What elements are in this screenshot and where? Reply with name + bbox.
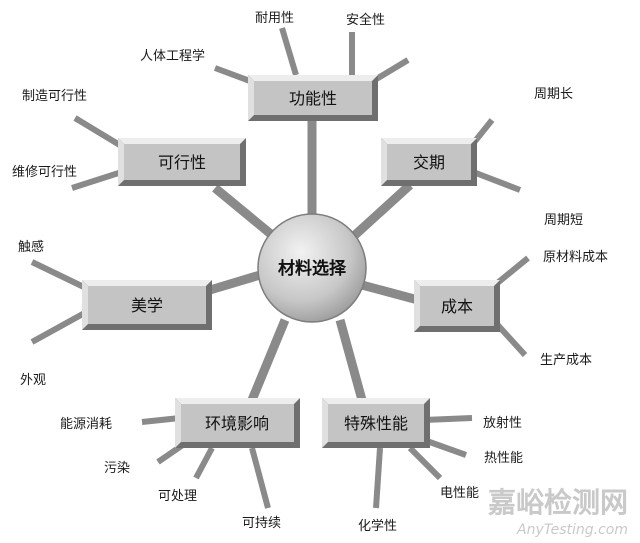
category-label: 美学 (131, 296, 163, 315)
watermark: 嘉峪检测网 AnyTesting.com (488, 486, 628, 538)
leaf-label-radioactivity: 放射性 (483, 415, 522, 431)
spoke-cost (360, 280, 420, 305)
leaf-label-touch: 触感 (18, 239, 44, 255)
spoke-delivery (351, 181, 414, 239)
leaf-label-ergonomics: 人体工程学 (140, 48, 205, 64)
leaf-label-chemical: 化学性 (358, 518, 397, 534)
spoke-special (335, 318, 367, 402)
leaf-labels: 人体工程学 耐用性 安全性 制造可行性 维修可行性 周期长 周期短 触感 外观 … (12, 11, 608, 534)
spokes (208, 115, 420, 402)
leaf-label-durability: 耐用性 (255, 11, 294, 26)
center-node: 材料选择 (257, 213, 367, 323)
category-label: 交期 (413, 153, 445, 172)
leaf-label-short-cycle: 周期短 (544, 213, 583, 228)
category-box-environment: 环境影响 (175, 398, 300, 448)
category-label: 功能性 (289, 89, 337, 108)
category-label: 环境影响 (205, 414, 269, 433)
leaf-label-pollution: 污染 (104, 461, 130, 476)
category-box-delivery: 交期 (381, 138, 477, 186)
category-box-functionality: 功能性 (248, 75, 378, 121)
spoke-environment (247, 318, 290, 402)
category-box-feasibility: 可行性 (118, 138, 246, 186)
leaf-label-electrical: 电性能 (440, 486, 479, 501)
spoke-feasibility (212, 184, 275, 239)
leaf-label-energy-consumption: 能源消耗 (60, 417, 112, 432)
leaf-label-maintenance-feasibility: 维修可行性 (12, 165, 77, 180)
center-label: 材料选择 (278, 258, 347, 279)
spoke-aesthetics (208, 270, 262, 295)
leaf-label-raw-material-cost: 原材料成本 (543, 250, 608, 265)
leaf-label-thermal: 热性能 (484, 451, 523, 466)
leaf-label-sustainable: 可持续 (242, 516, 281, 531)
category-label: 特殊性能 (344, 414, 408, 433)
category-label: 可行性 (158, 153, 206, 172)
watermark-cn: 嘉峪检测网 (488, 486, 628, 519)
leaf-label-safety: 安全性 (346, 12, 385, 28)
category-box-special: 特殊性能 (322, 398, 430, 448)
leaf-label-manufacturing-feasibility: 制造可行性 (22, 89, 87, 104)
leaf-label-long-cycle: 周期长 (534, 87, 573, 102)
leaf-label-disposable: 可处理 (158, 489, 197, 504)
watermark-en: AnyTesting.com (516, 522, 628, 538)
leaf-label-production-cost: 生产成本 (540, 353, 592, 368)
category-label: 成本 (441, 297, 473, 316)
category-box-cost: 成本 (414, 280, 500, 332)
leaf-label-appearance: 外观 (20, 373, 46, 388)
category-box-aesthetics: 美学 (82, 280, 212, 330)
